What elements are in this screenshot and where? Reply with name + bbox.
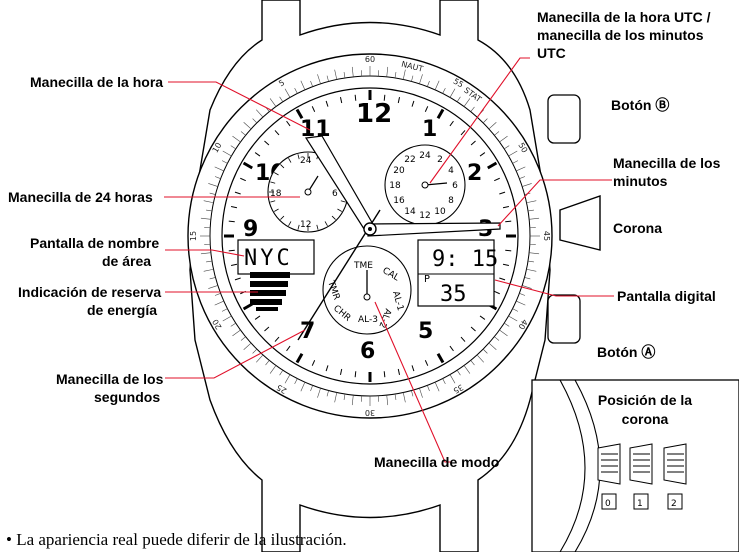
bezel-number: 10 <box>211 141 224 154</box>
lcd-pm: P <box>424 274 430 285</box>
label-utc-3: UTC <box>537 45 566 61</box>
utc-subdial-label: 24 <box>419 151 431 161</box>
main-hands <box>297 135 501 341</box>
sub24-label-12: 12 <box>300 220 311 230</box>
label-digital-display: Pantalla digital <box>617 288 716 304</box>
numeral-7: 7 <box>300 319 315 344</box>
label-utc-2: manecilla de los minutos <box>537 27 704 43</box>
label-button-a: Botón Ⓐ <box>597 344 655 360</box>
label-area-name-1: Pantalla de nombre <box>30 235 159 251</box>
label-utc-1: Manecilla de la hora UTC / <box>537 9 711 25</box>
bezel-number: 20 <box>211 318 224 331</box>
label-power-reserve-1: Indicación de reserva <box>18 284 161 300</box>
label-area-name-2: de área <box>102 253 151 269</box>
bezel-number: 45 <box>542 231 551 241</box>
left-lcd: NYC <box>237 239 315 275</box>
callout-lines <box>164 57 614 463</box>
numeral-1: 1 <box>422 117 437 142</box>
button-b-shape <box>547 94 581 144</box>
label-button-b: Botón Ⓑ <box>611 97 669 113</box>
label-second-hand-2: segundos <box>94 389 160 405</box>
utc-subdial-label: 2 <box>437 155 443 165</box>
sub24-label-6: 6 <box>332 189 338 199</box>
utc-subdial-label: 16 <box>393 196 405 206</box>
power-reserve-bars <box>250 272 290 311</box>
crown-pos-label-2: 2 <box>671 499 677 509</box>
lcd-time: 9: 15 <box>432 247 498 272</box>
bezel-number: 15 <box>189 231 198 241</box>
numeral-12: 12 <box>356 99 392 129</box>
right-lcd: 9: 15 P 35 <box>417 239 498 307</box>
utc-subdial-label: 6 <box>452 181 458 191</box>
callout-labels: Manecilla de la hora Manecilla de 24 hor… <box>8 9 721 470</box>
bezel-number: 25 <box>275 382 288 395</box>
crown-pos-1 <box>629 443 653 485</box>
crown-position-title: Posición de la corona <box>597 392 693 427</box>
subdial-mode: TME CAL AL-1 AL-2 AL-3 CHR TMR <box>322 245 412 335</box>
numeral-5: 5 <box>418 319 433 344</box>
label-minute-hand-2: minutos <box>613 173 668 189</box>
sub24-label-18: 18 <box>270 189 282 199</box>
crown-pos-2 <box>663 443 687 485</box>
label-mode-hand: Manecilla de modo <box>374 454 499 470</box>
bezel-number: 40 <box>516 318 529 331</box>
utc-subdial-label: 22 <box>404 155 415 165</box>
numeral-2: 2 <box>467 161 482 186</box>
lcd-city: NYC <box>244 246 293 271</box>
bezel-number: 35 <box>452 382 465 395</box>
crown-shape <box>559 195 601 251</box>
label-power-reserve-2: de energía <box>87 302 157 318</box>
bezel-number: 30 <box>365 408 375 417</box>
utc-subdial-label: 4 <box>448 166 454 176</box>
lcd-seconds: 35 <box>440 282 467 307</box>
bezel-number: 5 <box>277 78 286 88</box>
mode-tme: TME <box>353 261 373 271</box>
disclaimer-note: • La apariencia real puede diferir de la… <box>6 530 347 549</box>
utc-subdial-label: 14 <box>404 207 416 217</box>
label-second-hand-1: Manecilla de los <box>56 371 164 387</box>
bezel-number: 55 <box>452 77 465 90</box>
utc-subdial-label: 18 <box>389 181 401 191</box>
label-24h-hand: Manecilla de 24 horas <box>8 189 153 205</box>
sub24-label-24: 24 <box>300 156 312 166</box>
crown-position-inset: 0 1 2 <box>531 379 739 552</box>
mode-al1: AL-1 <box>390 290 405 312</box>
mode-al3: AL-3 <box>358 315 378 325</box>
crown-pos-0 <box>597 443 621 485</box>
bezel-number: 60 <box>365 55 375 64</box>
button-a-shape <box>547 294 581 344</box>
utc-subdial-label: 10 <box>434 207 446 217</box>
utc-subdial-label: 20 <box>393 166 405 176</box>
label-minute-hand-1: Manecilla de los <box>613 155 721 171</box>
bezel-ticks <box>200 66 540 406</box>
crown-pos-label-1: 1 <box>637 499 643 509</box>
utc-subdial-label: 8 <box>448 196 454 206</box>
numeral-9: 9 <box>243 217 258 242</box>
utc-subdial-label: 12 <box>419 211 430 221</box>
label-hour-hand: Manecilla de la hora <box>30 74 163 90</box>
label-crown: Corona <box>613 220 662 236</box>
crown-pos-label-0: 0 <box>605 499 611 509</box>
numeral-6: 6 <box>360 339 375 364</box>
bezel-number: 50 <box>516 141 529 154</box>
